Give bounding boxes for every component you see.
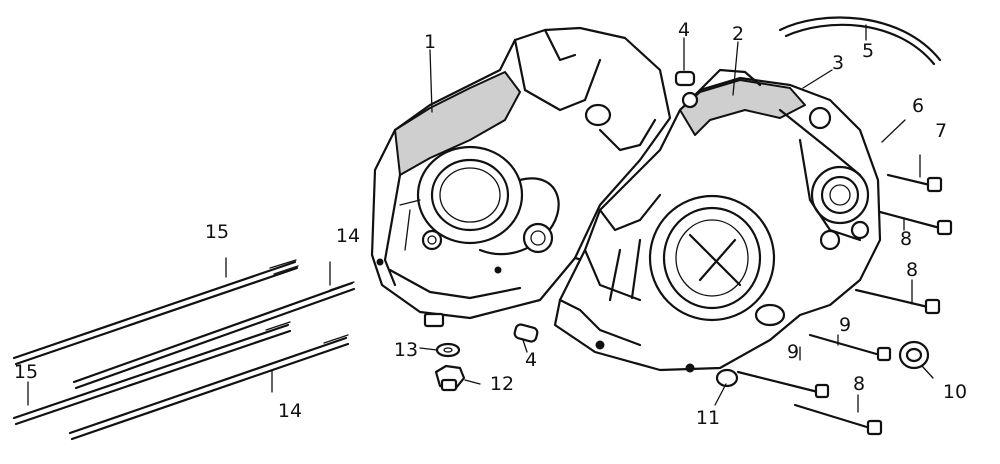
label-2: 2 xyxy=(732,23,744,45)
label-6: 6 xyxy=(912,95,924,117)
leader-lines xyxy=(27,24,934,413)
bolt-9-lower xyxy=(736,370,830,399)
label-1: 1 xyxy=(424,31,436,53)
stud-14-lower xyxy=(68,334,350,441)
label-9-b: 9 xyxy=(787,341,799,363)
label-8-a: 8 xyxy=(900,228,912,250)
label-10: 10 xyxy=(943,381,967,403)
dowel-pin-top xyxy=(674,70,696,87)
stud-15-lower xyxy=(12,321,292,426)
drain-washer xyxy=(435,342,461,358)
label-4-top: 4 xyxy=(678,19,690,41)
label-14-b: 14 xyxy=(278,400,302,422)
label-15-b: 15 xyxy=(14,361,38,383)
label-9-a: 9 xyxy=(839,314,851,336)
bolt-7 xyxy=(886,173,943,193)
bolt-8-upper xyxy=(878,210,953,236)
drain-bolt xyxy=(434,364,466,392)
bolt-8-middle xyxy=(854,288,941,315)
label-14-a: 14 xyxy=(336,225,360,247)
crankcase-left-half xyxy=(370,26,672,328)
callout-labels: 1 2 3 4 4 5 6 7 8 8 8 9 9 10 11 12 13 14… xyxy=(14,19,967,429)
bolt-8-lower xyxy=(793,403,883,436)
label-13: 13 xyxy=(394,339,418,361)
label-11: 11 xyxy=(696,407,720,429)
label-7: 7 xyxy=(935,120,947,142)
stud-15-upper xyxy=(12,259,299,366)
label-15-a: 15 xyxy=(205,221,229,243)
label-8-b: 8 xyxy=(906,259,918,281)
dowel-pin-bottom xyxy=(513,323,539,343)
breather-tube xyxy=(778,16,942,62)
label-4-bottom: 4 xyxy=(525,349,537,371)
crankcase-right-half xyxy=(553,68,882,373)
bolt-9-upper xyxy=(808,333,892,362)
stud-14-upper xyxy=(72,281,356,390)
oil-seal xyxy=(898,340,930,370)
collar xyxy=(715,368,739,388)
label-12: 12 xyxy=(490,373,514,395)
label-8-c: 8 xyxy=(853,373,865,395)
label-3: 3 xyxy=(832,52,844,74)
label-5: 5 xyxy=(862,40,874,62)
